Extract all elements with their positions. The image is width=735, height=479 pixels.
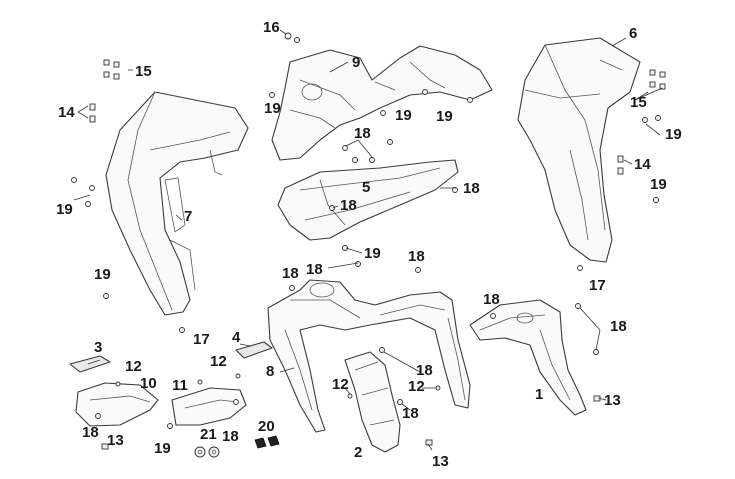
- callout-labels: 1 2 3 4 5 6 7 8 9 10 11 12 12 12 12 13 1…: [56, 19, 682, 470]
- callout-18-d: 18: [306, 261, 323, 278]
- fastener-screws-17: [179, 265, 583, 333]
- callout-12-b: 12: [210, 353, 227, 370]
- part-grommets-20: [254, 435, 280, 449]
- callout-18-g: 18: [483, 291, 500, 308]
- part-reflector-left: [69, 355, 111, 373]
- callout-13-a: 13: [107, 432, 124, 449]
- callout-19-f: 19: [650, 176, 667, 193]
- callout-16: 16: [263, 19, 280, 36]
- part-upper-center-panel: [271, 45, 493, 161]
- part-lower-bracket-right: [171, 387, 247, 426]
- callout-20: 20: [258, 418, 275, 435]
- callout-18-f: 18: [282, 265, 299, 282]
- callout-12-a: 12: [125, 358, 142, 375]
- callout-18-h: 18: [610, 318, 627, 335]
- part-front-cowl-right: [517, 37, 641, 263]
- fastener-screws-19: [71, 89, 661, 429]
- callout-19-d: 19: [56, 201, 73, 218]
- callout-19-g: 19: [94, 266, 111, 283]
- callout-18-k: 18: [82, 424, 99, 441]
- callout-14-a: 14: [58, 104, 75, 121]
- callout-8: 8: [266, 363, 274, 380]
- callout-2: 2: [354, 444, 362, 461]
- part-front-cowl-left: [105, 91, 249, 316]
- callout-10: 10: [140, 375, 157, 392]
- callout-19-a: 19: [264, 100, 281, 117]
- callout-18-j: 18: [402, 405, 419, 422]
- callout-18-b: 18: [463, 180, 480, 197]
- fastener-clips-18: [95, 139, 599, 419]
- callout-7: 7: [184, 208, 192, 225]
- part-reflector-right: [235, 341, 273, 359]
- fastener-items-12: [115, 373, 441, 399]
- callout-15-a: 15: [135, 63, 152, 80]
- callout-21: 21: [200, 426, 217, 443]
- callout-1: 1: [535, 386, 543, 403]
- callout-15-b: 15: [630, 94, 647, 111]
- part-lower-frame: [267, 279, 471, 433]
- part-right-lower-panel: [469, 299, 587, 416]
- callout-13-b: 13: [604, 392, 621, 409]
- callout-19-b: 19: [395, 107, 412, 124]
- callout-18-e: 18: [408, 248, 425, 265]
- callout-12-d: 12: [408, 378, 425, 395]
- callout-18-i: 18: [416, 362, 433, 379]
- part-center-side-panel: [277, 159, 459, 241]
- callout-4: 4: [232, 329, 241, 346]
- callout-18-c: 18: [340, 197, 357, 214]
- part-inner-bracket: [344, 351, 401, 453]
- callout-17-b: 17: [589, 277, 606, 294]
- callout-6: 6: [629, 25, 637, 42]
- callout-3: 3: [94, 339, 102, 356]
- fastener-bolt-16: [284, 32, 300, 43]
- leader-lines: [73, 29, 663, 451]
- callout-18-a: 18: [354, 125, 371, 142]
- callout-19-i: 19: [154, 440, 171, 457]
- callout-19-h: 19: [364, 245, 381, 262]
- callout-12-c: 12: [332, 376, 349, 393]
- callout-17-a: 17: [193, 331, 210, 348]
- callout-13-c: 13: [432, 453, 449, 470]
- callout-14-b: 14: [634, 156, 651, 173]
- callout-11: 11: [172, 377, 188, 394]
- part-washers-21: [194, 446, 220, 458]
- callout-5: 5: [362, 179, 370, 196]
- callout-19-e: 19: [665, 126, 682, 143]
- callout-18-l: 18: [222, 428, 239, 445]
- fastener-clips-15: [103, 59, 666, 90]
- callout-19-c: 19: [436, 108, 453, 125]
- fastener-nuts-14: [89, 103, 624, 175]
- callout-9: 9: [352, 54, 360, 71]
